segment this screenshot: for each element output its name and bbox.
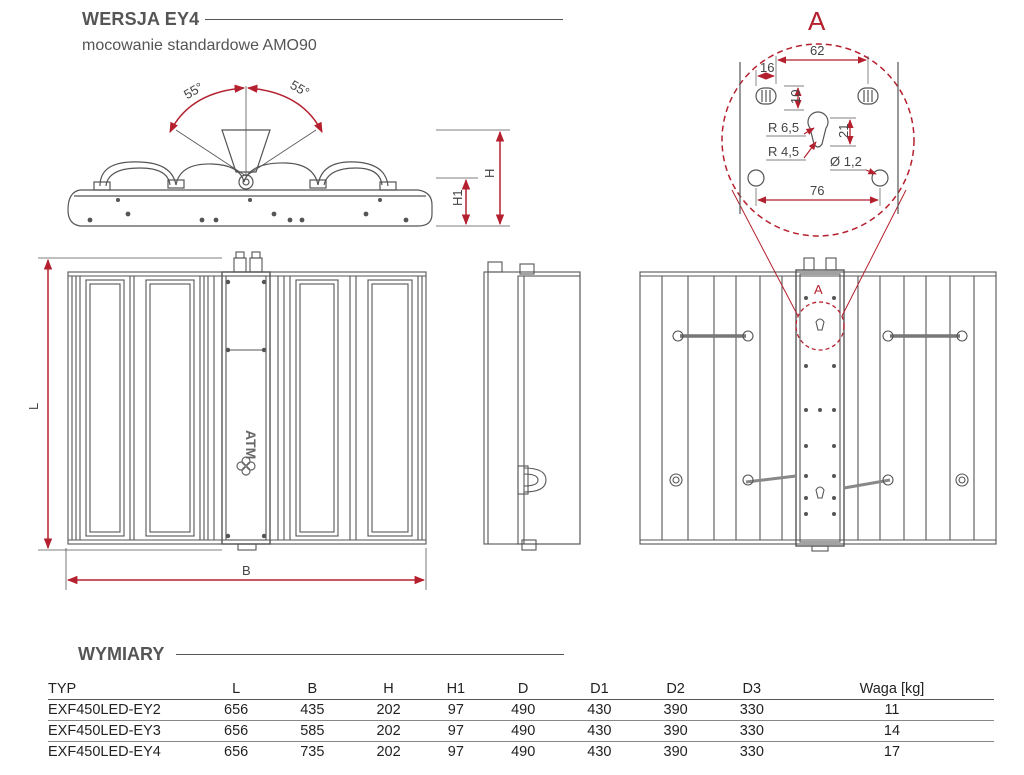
cell-d1: 430 bbox=[587, 702, 612, 718]
cell-d: 490 bbox=[511, 744, 536, 760]
mounting-subtitle: mocowanie standardowe AMO90 bbox=[82, 37, 317, 54]
header-h: H bbox=[383, 681, 394, 697]
brand-logo: ATM bbox=[243, 430, 259, 459]
cell-typ: EXF450LED-EY3 bbox=[48, 723, 161, 739]
detail-dim-21-label: 21 bbox=[836, 124, 851, 138]
cell-waga: 14 bbox=[883, 723, 901, 739]
header-d3: D3 bbox=[742, 681, 762, 697]
side-view bbox=[483, 261, 581, 551]
header-d: D bbox=[517, 681, 529, 697]
detail-r65-leader bbox=[803, 127, 815, 135]
dimension-b-label: B bbox=[242, 563, 251, 578]
header-d2: D2 bbox=[666, 681, 685, 697]
angle-arc-left bbox=[169, 84, 246, 133]
cell-d: 490 bbox=[511, 723, 536, 739]
detail-d12-leader bbox=[865, 168, 877, 175]
header-waga: Waga [kg] bbox=[859, 681, 925, 697]
cell-d2: 390 bbox=[663, 723, 688, 739]
side-profile-view bbox=[67, 86, 433, 227]
cell-d: 490 bbox=[511, 702, 536, 718]
detail-dim-76-label: 76 bbox=[810, 183, 824, 198]
cell-b: 585 bbox=[300, 723, 325, 739]
cell-h1: 97 bbox=[447, 723, 464, 739]
cell-d1: 430 bbox=[587, 723, 612, 739]
cell-typ: EXF450LED-EY4 bbox=[48, 744, 161, 760]
version-title: WERSJA EY4 bbox=[82, 9, 200, 29]
detail-d12-label: Ø 1,2 bbox=[830, 154, 862, 169]
cell-h: 202 bbox=[376, 723, 401, 739]
detail-r45-leader bbox=[803, 141, 817, 159]
cell-b: 435 bbox=[300, 702, 325, 718]
detail-a-plate bbox=[739, 62, 899, 214]
detail-a-circle bbox=[721, 43, 915, 237]
dimension-h1-label: H1 bbox=[450, 189, 465, 206]
cell-d3: 330 bbox=[739, 744, 764, 760]
table-row: EXF450LED-EY2 656 435 202 97 490 430 390… bbox=[48, 700, 994, 721]
technical-drawing: 55° 55° H H1 bbox=[26, 6, 997, 590]
dimensions-section-title: WYMIARY bbox=[78, 644, 165, 664]
detail-a-title: A bbox=[808, 6, 826, 36]
header-b: B bbox=[307, 681, 318, 697]
detail-dim-10-label: 10 bbox=[788, 90, 803, 104]
cell-l: 656 bbox=[224, 723, 249, 739]
cell-waga: 11 bbox=[884, 702, 900, 718]
cell-h: 202 bbox=[376, 702, 401, 718]
cell-d3: 330 bbox=[739, 723, 764, 739]
dimension-l-label: L bbox=[26, 403, 41, 410]
detail-r65-label: R 6,5 bbox=[768, 120, 799, 135]
front-view bbox=[67, 251, 427, 551]
header-divider bbox=[205, 19, 563, 20]
cell-typ: EXF450LED-EY2 bbox=[48, 702, 161, 718]
cell-h1: 97 bbox=[447, 702, 464, 718]
header-d1: D1 bbox=[590, 681, 609, 697]
cell-d1: 430 bbox=[587, 744, 612, 760]
detail-dim-16-label: 16 bbox=[760, 60, 774, 75]
cell-waga: 17 bbox=[883, 744, 901, 760]
cell-l: 656 bbox=[224, 702, 249, 718]
header-l: L bbox=[232, 681, 241, 697]
table-row: EXF450LED-EY3 656 585 202 97 490 430 390… bbox=[48, 721, 994, 742]
detail-a-marker-label: A bbox=[814, 282, 823, 297]
cell-d2: 390 bbox=[663, 744, 688, 760]
dimensions-table: TYP L B H H1 D D1 D2 D3 Waga [kg] EXF450… bbox=[48, 679, 994, 762]
angle-right-label: 55° bbox=[288, 77, 313, 100]
table-header-row: TYP L B H H1 D D1 D2 D3 Waga [kg] bbox=[48, 679, 994, 700]
header-h1: H1 bbox=[446, 681, 466, 697]
cell-d3: 330 bbox=[739, 702, 764, 718]
back-view bbox=[639, 257, 997, 552]
cell-b: 735 bbox=[300, 744, 325, 760]
angle-arc-right bbox=[246, 84, 323, 133]
dimensions-divider bbox=[176, 654, 564, 655]
brand-symbol-icon bbox=[236, 456, 256, 476]
cell-h: 202 bbox=[376, 744, 401, 760]
table-row: EXF450LED-EY4 656 735 202 97 490 430 390… bbox=[48, 742, 994, 763]
dimension-h-label: H bbox=[482, 169, 497, 178]
detail-r45-label: R 4,5 bbox=[768, 144, 799, 159]
detail-dim-62-label: 62 bbox=[810, 43, 824, 58]
cell-d2: 390 bbox=[663, 702, 688, 718]
cell-l: 656 bbox=[224, 744, 249, 760]
header-typ: TYP bbox=[48, 681, 77, 697]
detail-a-marker bbox=[795, 301, 845, 351]
cell-h1: 97 bbox=[447, 744, 464, 760]
